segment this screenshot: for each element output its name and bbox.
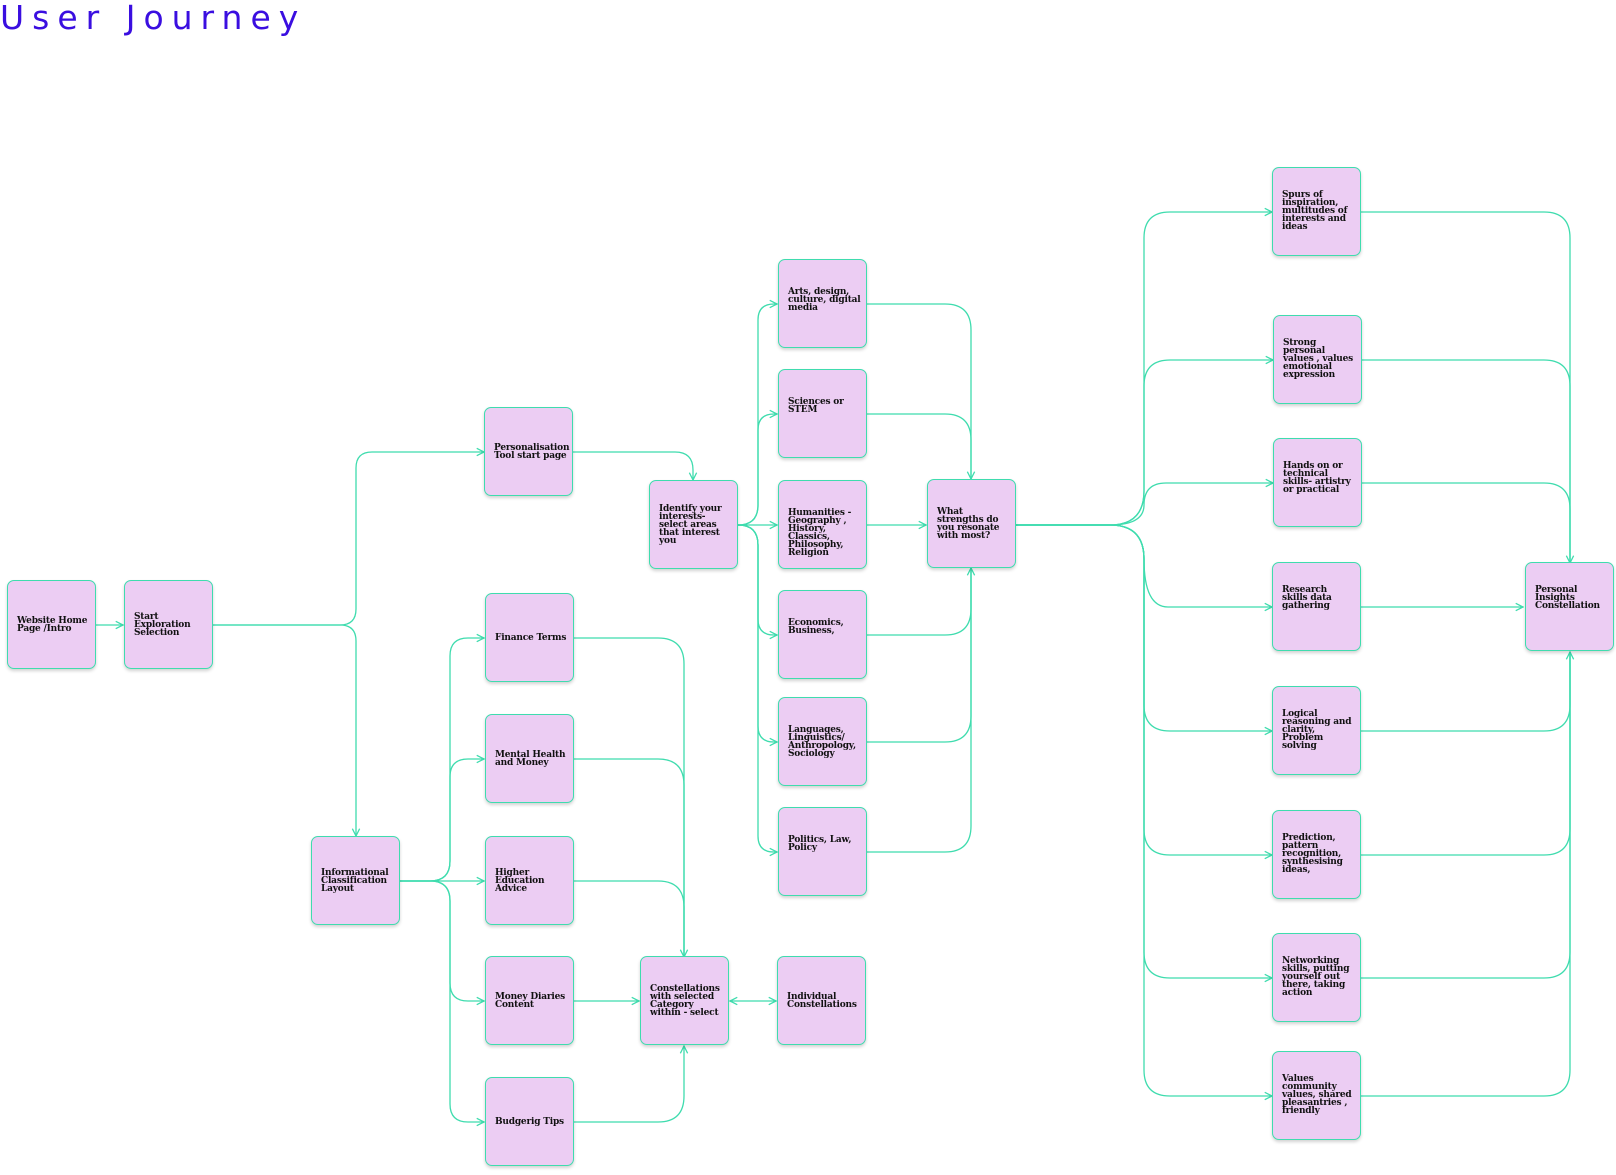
connector-finance-constellations	[574, 637, 684, 957]
node-label: Higher Education Advice	[495, 867, 545, 894]
connector-mental-constellations	[574, 758, 685, 957]
node-label: Politics, Law, Policy	[788, 835, 852, 853]
node-label: Hands on or technical skills- artistry o…	[1283, 461, 1351, 495]
connector-spurs-insights	[1361, 211, 1570, 563]
node-logical-reasoning[interactable]: Logical reasoning and clarity, Problem s…	[1272, 686, 1361, 775]
node-spurs-of-inspiration[interactable]: Spurs of inspiration, multitudes of inte…	[1272, 167, 1361, 256]
node-personal-insights-constellation[interactable]: Personal Insights Constellation	[1525, 562, 1614, 651]
node-individual-constellations[interactable]: Individual Constellations	[777, 956, 866, 1045]
connector-values-insights	[1362, 359, 1571, 563]
node-mental-health-money[interactable]: Mental Health and Money	[485, 714, 574, 803]
node-label: Money Diaries Content	[495, 991, 566, 1010]
node-label: Mental Health and Money	[495, 749, 566, 768]
node-what-strengths[interactable]: What strengths do you resonate with most…	[927, 479, 1016, 568]
node-label: Identify your interests- select areas th…	[659, 503, 722, 546]
connector-sciences-strengths	[867, 413, 972, 479]
node-economics-business[interactable]: Economics, Business,	[778, 590, 867, 679]
node-politics-law[interactable]: Politics, Law, Policy	[778, 807, 867, 896]
connector-languages-strengths	[867, 568, 972, 743]
node-strong-personal-values[interactable]: Strong personal values , values emotiona…	[1273, 315, 1362, 404]
node-label: Informational Classification Layout	[321, 867, 389, 894]
node-personalisation-tool[interactable]: Personalisation Tool start page	[484, 407, 573, 496]
connector-strengths-values	[1016, 360, 1273, 526]
connector-personalisation-identify	[573, 451, 693, 480]
node-label: Humanities - Geography , History, Classi…	[788, 508, 852, 558]
connector-prediction-insights	[1361, 652, 1571, 856]
node-finance-terms[interactable]: Finance Terms	[485, 593, 574, 682]
page-title: User Journey	[0, 0, 307, 37]
node-hands-on-skills[interactable]: Hands on or technical skills- artistry o…	[1273, 438, 1362, 527]
node-label: Arts, design, culture, digital media	[788, 287, 861, 313]
node-constellations-category[interactable]: Constellations with selected Category wi…	[640, 956, 729, 1045]
node-identify-interests[interactable]: Identify your interests- select areas th…	[649, 480, 738, 569]
connector-informational-money	[400, 880, 484, 1001]
node-label: Personal Insights Constellation	[1535, 585, 1600, 611]
connector-higher-constellations	[574, 880, 685, 957]
connector-politics-strengths	[867, 568, 972, 853]
node-website-home[interactable]: Website Home Page /Intro	[7, 580, 96, 669]
node-prediction-pattern[interactable]: Prediction, pattern recognition, synthes…	[1272, 810, 1361, 899]
node-label: What strengths do you resonate with most…	[937, 506, 1000, 541]
connector-logical-insights	[1361, 652, 1570, 732]
node-label: Website Home Page /Intro	[17, 615, 88, 634]
node-label: Languages, Linguistics/ Anthropology, So…	[788, 725, 856, 759]
connector-strengths-community	[1016, 524, 1272, 1096]
node-label: Strong personal values , values emotiona…	[1283, 338, 1354, 380]
node-sciences-stem[interactable]: Sciences or STEM	[778, 369, 867, 458]
node-budgerig-tips[interactable]: Budgerig Tips	[485, 1077, 574, 1166]
connector-hands-insights	[1362, 482, 1571, 563]
node-label: Values community values, shared pleasant…	[1282, 1074, 1352, 1116]
node-label: Individual Constellations	[787, 991, 857, 1010]
connector-start-informational	[213, 624, 356, 836]
node-label: Start Exploration Selection	[134, 611, 191, 638]
node-start-exploration[interactable]: Start Exploration Selection	[124, 580, 213, 669]
node-label: Prediction, pattern recognition, synthes…	[1282, 833, 1343, 875]
connector-informational-budgerig	[400, 880, 484, 1122]
node-money-diaries[interactable]: Money Diaries Content	[485, 956, 574, 1045]
connector-identify-politics	[737, 524, 777, 852]
node-label: Economics, Business,	[788, 618, 844, 636]
node-label: Logical reasoning and clarity, Problem s…	[1282, 709, 1352, 751]
connector-informational-mental	[400, 759, 484, 882]
connector-economics-strengths	[867, 568, 971, 636]
node-label: Personalisation Tool start page	[494, 442, 570, 461]
node-higher-education[interactable]: Higher Education Advice	[485, 836, 574, 925]
connector-arts-strengths	[867, 303, 971, 479]
node-networking-skills[interactable]: Networking skills, putting yourself out …	[1272, 933, 1361, 1022]
node-humanities[interactable]: Humanities - Geography , History, Classi…	[778, 480, 867, 569]
connector-strengths-hands	[1016, 483, 1273, 526]
node-research-skills[interactable]: Research skills data gathering	[1272, 562, 1361, 651]
node-label: Networking skills, putting yourself out …	[1282, 956, 1350, 998]
connector-start-personalisation	[213, 452, 484, 626]
node-label: Finance Terms	[495, 632, 567, 643]
connector-identify-sciences	[737, 414, 777, 526]
node-label: Sciences or STEM	[788, 397, 844, 415]
connector-networking-insights	[1361, 652, 1571, 979]
node-languages[interactable]: Languages, Linguistics/ Anthropology, So…	[778, 697, 867, 786]
node-label: Budgerig Tips	[495, 1116, 564, 1127]
node-arts-design[interactable]: Arts, design, culture, digital media	[778, 259, 867, 348]
node-label: Constellations with selected Category wi…	[650, 983, 720, 1018]
node-label: Research skills data gathering	[1282, 585, 1332, 611]
node-informational-classification[interactable]: Informational Classification Layout	[311, 836, 400, 925]
connector-budgerig-constellations	[574, 1046, 684, 1123]
node-label: Spurs of inspiration, multitudes of inte…	[1282, 190, 1348, 232]
node-community-values[interactable]: Values community values, shared pleasant…	[1272, 1051, 1361, 1140]
connector-community-insights	[1361, 652, 1571, 1097]
